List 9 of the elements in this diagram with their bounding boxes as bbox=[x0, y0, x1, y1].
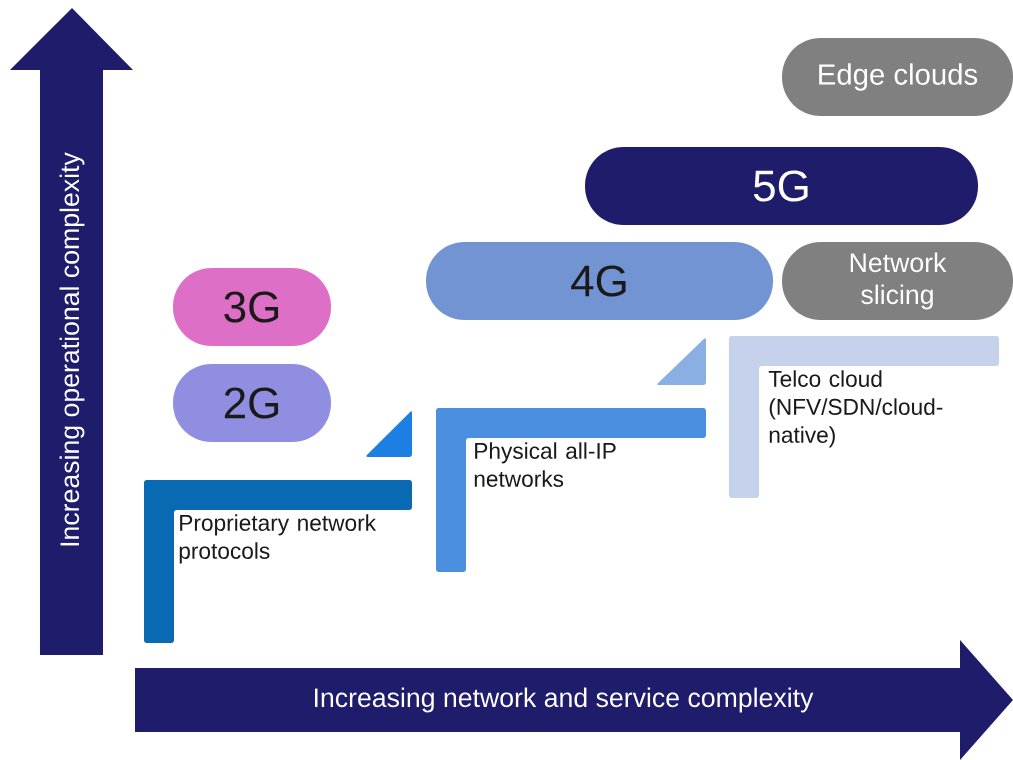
rounded-box: 2G bbox=[173, 364, 331, 442]
rounded-box: 3G bbox=[173, 268, 331, 346]
step-band: Physical all-IP networks bbox=[436, 408, 706, 572]
step-band: Proprietary network protocols bbox=[144, 480, 412, 643]
step-band: Telco cloud (NFV/SDN/cloud-native) bbox=[729, 336, 999, 498]
rounded-box: Edge clouds bbox=[782, 38, 1013, 116]
rounded-box: 5G bbox=[585, 147, 978, 225]
rounded-box: Network slicing bbox=[782, 242, 1013, 320]
rounded-box: 4G bbox=[426, 242, 773, 320]
